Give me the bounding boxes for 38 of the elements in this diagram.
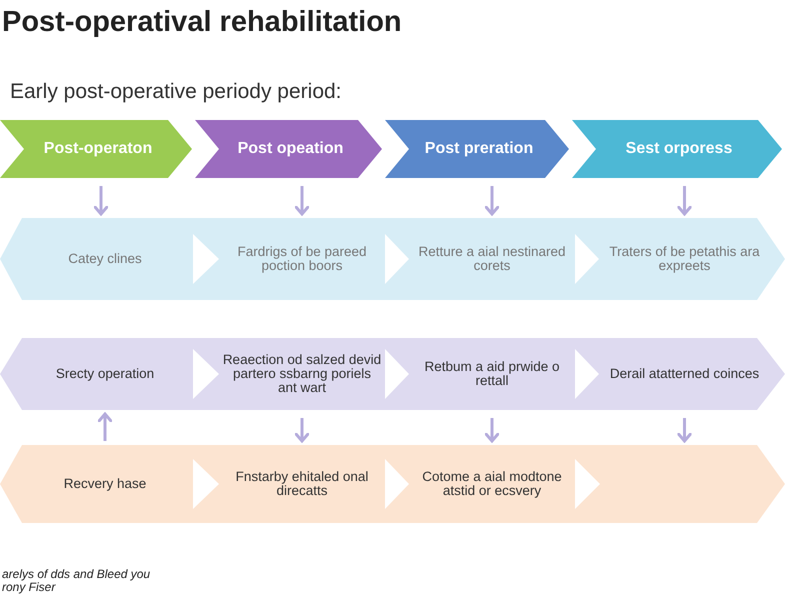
step-cell: Fnstarby ehitaled onal direcatts xyxy=(222,445,382,523)
subtitle: Early post-operative periody period: xyxy=(10,80,342,104)
arrow xyxy=(294,418,310,442)
step-cell: Catey clines xyxy=(20,218,190,300)
arrow xyxy=(98,412,112,441)
note-text: arelys of dds and Bleed you rony Fiser xyxy=(2,568,152,594)
band-background xyxy=(0,338,785,410)
chevron-step: Post preration xyxy=(385,120,569,178)
title: Post-operatival rehabilitation xyxy=(2,6,402,39)
arrow xyxy=(94,186,108,216)
step-cell: Recvery hase xyxy=(20,445,190,523)
step-cell: Reaection od salzed devid partero ssbarng poriels ant wart xyxy=(222,338,382,410)
step-cell: Traters of be petathis ara expreets xyxy=(602,218,767,300)
chevron-separator xyxy=(575,349,599,399)
chevron-separator xyxy=(385,349,409,399)
band-background xyxy=(0,445,785,523)
chevron-separator xyxy=(193,459,219,509)
arrow xyxy=(677,418,692,442)
step-cell: Cotome a aial modtone atstid or ecsvery xyxy=(412,445,572,523)
step-cell: Srecty operation xyxy=(20,338,190,410)
arrow xyxy=(294,186,310,216)
arrow xyxy=(484,418,500,442)
chevron-step: Post opeation xyxy=(195,120,382,178)
chevron-separator xyxy=(575,234,599,284)
step-cell: Fardrigs of be pareed poction boors xyxy=(222,218,382,300)
chevron-step: Sest orporess xyxy=(572,120,782,178)
step-cell: Derail atatterned coinces xyxy=(602,338,767,410)
chevron-separator xyxy=(385,459,409,509)
chevron-separator xyxy=(193,234,219,284)
chevron-separator xyxy=(575,459,600,509)
chevron-step: Post-operaton xyxy=(0,120,192,178)
step-cell: Retture a aial nestinared corets xyxy=(412,218,572,300)
band-background xyxy=(0,218,785,300)
chevron-separator xyxy=(193,349,219,399)
arrow xyxy=(484,186,500,216)
chevron-separator xyxy=(385,234,409,284)
arrow xyxy=(677,186,692,216)
step-cell: Retbum a aid prwide o rettall xyxy=(412,338,572,410)
